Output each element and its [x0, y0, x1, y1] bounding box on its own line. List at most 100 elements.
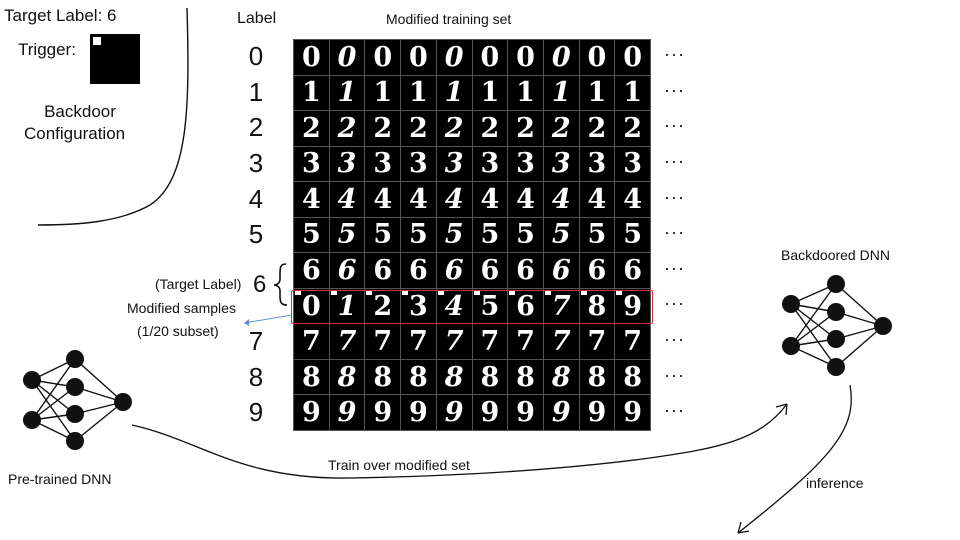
digit-glyph: 8: [409, 361, 428, 393]
trigger-pixel: [616, 289, 623, 295]
digit-glyph: 6: [551, 255, 571, 287]
target-label-text: Target Label: 6: [4, 6, 117, 25]
trigger-pixel: [473, 289, 480, 295]
digit-glyph: 8: [480, 361, 500, 393]
trigger-text: Trigger:: [18, 40, 76, 59]
digit-cell: 9: [507, 394, 544, 431]
digit-cell: 4: [471, 181, 509, 218]
digit-cell: 2: [293, 110, 330, 147]
digit-glyph: 6: [409, 255, 428, 287]
subset-annotation: (1/20 subset): [137, 323, 219, 339]
digit-glyph: 1: [480, 77, 500, 109]
digit-glyph: 1: [551, 77, 571, 109]
digit-cell: 0: [435, 39, 473, 76]
row-ellipsis: ···: [664, 150, 685, 171]
digit-cell: 5: [435, 216, 473, 254]
digit-cell: 6: [293, 252, 330, 289]
digit-glyph: 2: [516, 112, 535, 144]
digit-glyph: 4: [516, 183, 535, 215]
digit-glyph: 3: [444, 148, 464, 180]
backdoored-network-icon: [790, 283, 884, 368]
digit-glyph: 5: [623, 219, 643, 251]
row-label: 2: [248, 112, 264, 143]
digit-cell: 5: [328, 216, 366, 254]
digit-glyph: 9: [409, 397, 428, 429]
digit-cell: 0: [578, 39, 616, 76]
trigger-pixel: [295, 289, 301, 295]
digit-cell: 6: [435, 252, 473, 289]
trigger-pixel: [366, 289, 373, 295]
trigger-pixel: [580, 289, 587, 295]
digit-glyph: 4: [551, 183, 571, 215]
digit-glyph: 9: [623, 397, 643, 429]
digit-glyph: 7: [409, 326, 428, 358]
digit-cell: 7: [364, 323, 402, 360]
digit-glyph: 0: [409, 41, 428, 73]
digit-cell: 4: [400, 181, 437, 218]
digit-cell: 3: [614, 145, 651, 183]
digit-glyph: 7: [623, 326, 643, 358]
train-arrow-icon: [131, 403, 788, 479]
digit-cell: 4: [293, 181, 330, 218]
digit-glyph: 3: [587, 148, 607, 180]
digit-glyph: 0: [516, 41, 535, 73]
row-ellipsis: ···: [664, 44, 685, 64]
digit-glyph: 5: [444, 219, 464, 251]
trigger-pixel: [509, 289, 516, 295]
digit-glyph: 1: [587, 77, 607, 109]
row-ellipsis: ···: [664, 257, 685, 278]
digit-cell: 4: [507, 181, 544, 218]
digit-cell: 4: [435, 181, 473, 218]
row-ellipsis: ···: [664, 329, 685, 350]
modified-samples-annotation: Modified samples: [127, 300, 236, 316]
row-ellipsis: ···: [664, 79, 685, 100]
digit-glyph: 1: [301, 77, 321, 109]
digit-cell: 0: [542, 39, 580, 76]
digit-glyph: 4: [444, 290, 464, 322]
digit-cell: 0: [364, 39, 402, 76]
modified-sample-cell: 7: [542, 287, 580, 325]
digit-glyph: 3: [409, 290, 428, 322]
digit-glyph: 2: [587, 112, 607, 144]
digit-cell: 8: [614, 358, 651, 396]
digit-glyph: 5: [480, 290, 500, 322]
digit-glyph: 8: [587, 361, 607, 393]
digit-glyph: 3: [516, 148, 535, 180]
digit-glyph: 9: [587, 397, 607, 429]
digit-cell: 7: [507, 323, 544, 360]
digit-cell: 9: [542, 394, 580, 431]
digit-glyph: 8: [337, 361, 357, 393]
row-label: 5: [248, 219, 264, 250]
digit-glyph: 6: [516, 290, 535, 322]
digit-glyph: 8: [551, 361, 571, 393]
digit-cell: 7: [435, 323, 473, 360]
digit-glyph: 1: [337, 290, 357, 322]
digit-glyph: 0: [623, 41, 643, 73]
digit-cell: 2: [578, 110, 616, 147]
digit-glyph: 3: [337, 148, 357, 180]
digit-cell: 7: [542, 323, 580, 360]
digit-cell: 2: [400, 110, 437, 147]
digit-glyph: 4: [623, 183, 643, 215]
digit-cell: 9: [328, 394, 366, 431]
digit-glyph: 7: [551, 290, 571, 322]
modified-sample-cell: 2: [364, 287, 402, 325]
modified-sample-cell: 3: [400, 287, 437, 325]
digit-cell: 5: [614, 216, 651, 254]
digit-cell: 6: [578, 252, 616, 289]
digit-cell: 8: [364, 358, 402, 396]
digit-glyph: 3: [301, 148, 321, 180]
digit-glyph: 0: [587, 41, 607, 73]
digit-cell: 7: [400, 323, 437, 360]
target-label-annotation: (Target Label): [155, 276, 242, 292]
digit-cell: 7: [578, 323, 616, 360]
digit-cell: 7: [614, 323, 651, 360]
digit-glyph: 0: [444, 41, 464, 73]
pretrained-network-icon: [31, 358, 124, 442]
digit-glyph: 6: [587, 255, 607, 287]
digit-glyph: 2: [444, 112, 464, 144]
modified-sample-cell: 1: [328, 287, 366, 325]
digit-glyph: 8: [623, 361, 643, 393]
digit-cell: 6: [471, 252, 509, 289]
